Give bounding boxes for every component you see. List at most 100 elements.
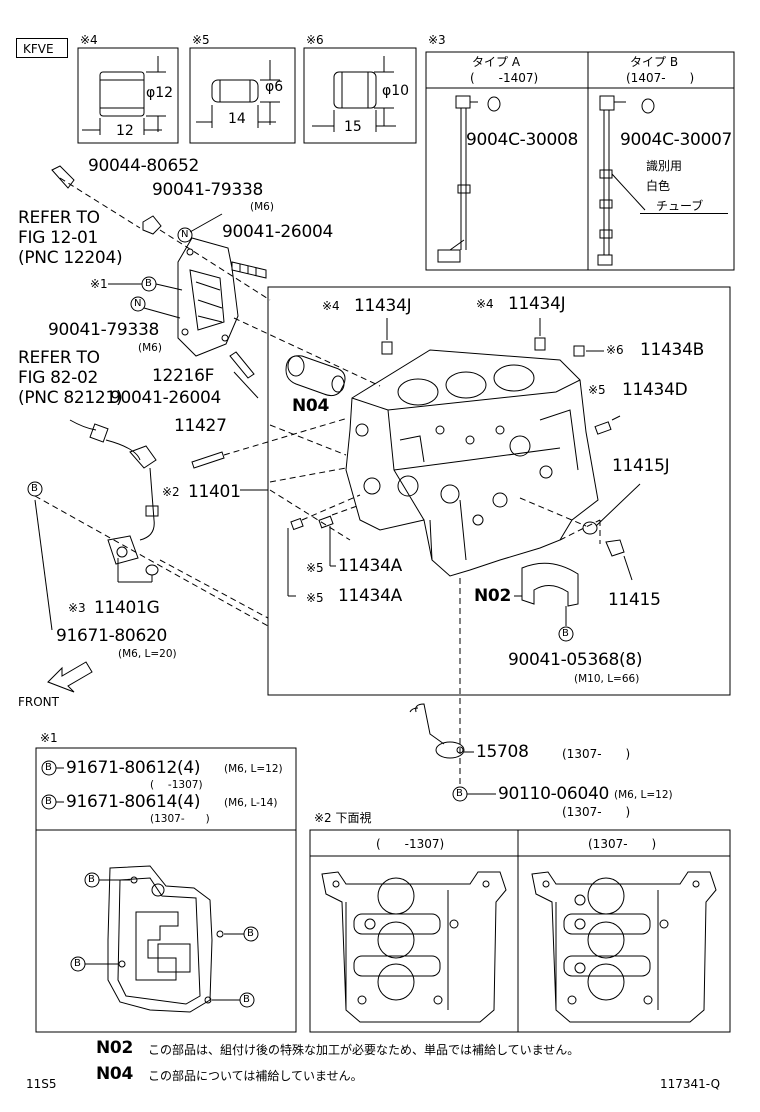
part-11434A-b: 11434A xyxy=(338,586,402,606)
knock-sensor-drawing xyxy=(69,419,159,583)
part-11401: 11401 xyxy=(188,482,241,502)
mark-3: ※3 xyxy=(68,601,86,615)
oil-nozzle-15708-drawing xyxy=(409,703,465,759)
mark-6: ※6 xyxy=(606,343,624,357)
type-b-note-underline xyxy=(640,213,728,214)
inset-frame-4 xyxy=(77,47,179,144)
callout-letter-b-10: B xyxy=(243,994,250,1005)
note-n02-code: N02 xyxy=(96,1038,133,1058)
inset-3-mark: ※3 xyxy=(428,33,446,47)
inset-5-length: 14 xyxy=(228,111,246,127)
refer-fig-82-02-line-2: FIG 82-02 xyxy=(18,368,99,388)
part-11427: 11427 xyxy=(174,416,227,436)
cover-plate-bolt-pattern-drawing xyxy=(107,865,224,1013)
dowel-pin-6-drawing xyxy=(196,60,280,128)
inset-frame-5 xyxy=(189,47,296,144)
inset-4-mark: ※4 xyxy=(80,33,98,47)
part-90110-06040-range: (1307- ) xyxy=(562,805,631,819)
part-91671-80620: 91671-80620 xyxy=(56,626,167,646)
callout-letter-b-7: B xyxy=(88,874,95,885)
callout-letter-b-3: B xyxy=(562,628,569,639)
callout-letter-b-8: B xyxy=(247,928,254,939)
callout-letter-b-9: B xyxy=(74,958,81,969)
part-90044-80652: 90044-80652 xyxy=(88,156,199,176)
footer-left-code: 11S5 xyxy=(26,1077,57,1091)
part-15708-range: (1307- ) xyxy=(562,747,631,761)
type-b-part-number: 9004C-30007 xyxy=(620,130,733,150)
callout-letter-b-6: B xyxy=(45,796,52,807)
dowel-pin-10-drawing xyxy=(312,56,396,132)
part-11434A-a: 11434A xyxy=(338,556,402,576)
part-90041-26004-b: 90041-26004 xyxy=(110,388,221,408)
type-b-note-1: 識別用 xyxy=(646,159,683,173)
legend-1-row-2-part: 91671-80614(4) xyxy=(66,792,201,812)
stud-bolt-26004-a-drawing xyxy=(231,261,267,279)
cylinder-block-frame xyxy=(267,286,731,696)
oil-pressure-switch-drawing xyxy=(51,165,141,229)
mark-5-c: ※5 xyxy=(306,591,324,605)
engine-code: KFVE xyxy=(23,42,54,56)
mark-1-bolt: ※1 xyxy=(90,277,108,291)
type-b-note-3: チューブ xyxy=(656,199,704,213)
callout-letter-n-1: N xyxy=(181,229,189,240)
sensor-type-b-drawing xyxy=(597,95,655,266)
inset-5-mark: ※5 xyxy=(192,33,210,47)
legend-1-row-1-part: 91671-80612(4) xyxy=(66,758,201,778)
inset-frame-3 xyxy=(425,51,735,271)
inset-6-length: 15 xyxy=(344,119,362,135)
mark-4-b: ※4 xyxy=(476,297,494,311)
part-11434D: 11434D xyxy=(622,380,688,400)
part-15708: 15708 xyxy=(476,742,529,762)
part-90041-05368-spec: (M10, L=66) xyxy=(574,673,640,685)
legend-1-row-2-range: (1307- ) xyxy=(150,813,210,825)
part-90041-26004-a: 90041-26004 xyxy=(222,222,333,242)
code-N02: N02 xyxy=(474,586,511,606)
inset-5-diameter: φ6 xyxy=(265,79,284,95)
stud-11427-drawing xyxy=(191,417,349,469)
inset-6-mark: ※6 xyxy=(306,33,324,47)
mark-4-a: ※4 xyxy=(322,299,340,313)
callout-letter-b-4: B xyxy=(456,788,463,799)
part-90041-79338-a: 90041-79338 xyxy=(152,180,263,200)
note-n02-text: この部品は、組付け後の特殊な加工が必要なため、単品では補給していません。 xyxy=(148,1043,580,1057)
type-b-title: タイプ B xyxy=(630,55,679,69)
front-arrow-icon xyxy=(47,661,93,693)
type-a-range: ( -1407) xyxy=(470,71,539,85)
legend-1-row-1-spec: (M6, L=12) xyxy=(224,763,283,775)
inset-6-diameter: φ10 xyxy=(382,83,410,99)
inset-4-diameter: φ12 xyxy=(146,85,174,101)
refer-fig-12-01-line-2: FIG 12-01 xyxy=(18,228,99,248)
part-90041-79338-b-spec: (M6) xyxy=(138,342,162,354)
legend-1-row-1-range: ( -1307) xyxy=(150,779,203,791)
part-90041-05368: 90041-05368(8) xyxy=(508,650,643,670)
engine-code-label: KFVE xyxy=(16,38,68,58)
refer-fig-82-02-line-3: (PNC 82121) xyxy=(18,388,123,408)
inset-4-length: 12 xyxy=(116,123,134,139)
legend-2-left-range: ( -1307) xyxy=(376,837,445,851)
part-90041-79338-b: 90041-79338 xyxy=(48,320,159,340)
note-n04-code: N04 xyxy=(96,1064,133,1084)
part-11415: 11415 xyxy=(608,590,661,610)
part-90110-06040-spec: (M6, L=12) xyxy=(614,789,673,801)
callout-letter-b-1: B xyxy=(145,278,152,289)
cylinder-block-drawing xyxy=(345,349,599,577)
part-90041-79338-a-spec: (M6) xyxy=(250,201,274,213)
bearing-cap-n02-drawing xyxy=(521,562,579,607)
water-pipe-n04-drawing xyxy=(285,355,346,397)
code-N04: N04 xyxy=(292,396,329,416)
legend-2-frame xyxy=(309,829,731,1033)
legend-2-right-range: (1307- ) xyxy=(588,837,657,851)
mark-5-b: ※5 xyxy=(306,561,324,575)
type-b-range: (1407- ) xyxy=(626,71,695,85)
type-b-note-2: 白色 xyxy=(646,179,671,193)
mark-5-a: ※5 xyxy=(588,383,606,397)
part-11434J-a: 11434J xyxy=(354,296,412,316)
part-11401G: 11401G xyxy=(94,598,160,618)
part-91671-80620-spec: (M6, L=20) xyxy=(118,648,177,660)
legend-1-row-2-spec: (M6, L-14) xyxy=(224,797,278,809)
mark-2: ※2 xyxy=(162,485,180,499)
refer-fig-12-01-line-1: REFER TO xyxy=(18,208,100,228)
callout-letter-b-5: B xyxy=(45,762,52,773)
sensor-type-a-drawing xyxy=(437,95,501,263)
